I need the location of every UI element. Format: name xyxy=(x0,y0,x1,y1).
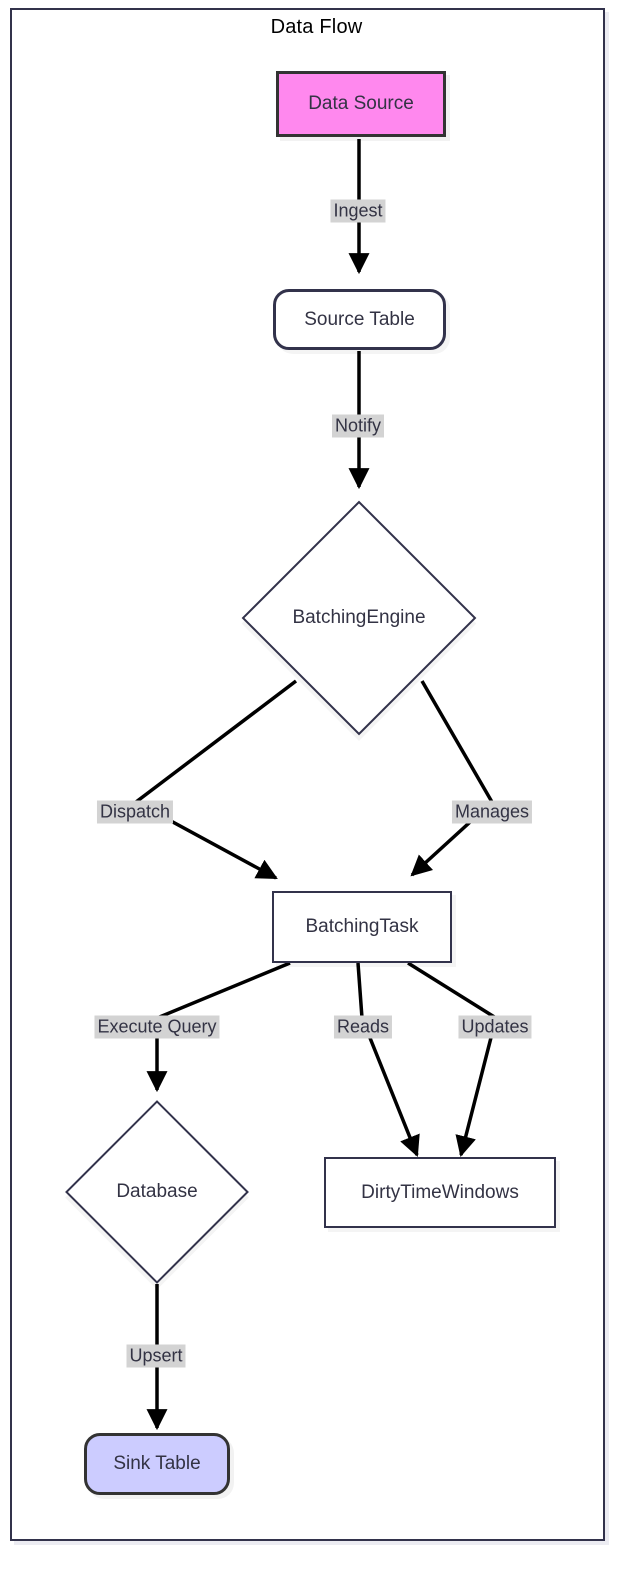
node-dirty-time-windows[interactable]: DirtyTimeWindows xyxy=(324,1157,556,1228)
node-batching-engine-label: BatchingEngine xyxy=(292,607,426,628)
node-dirty-time-windows-label: DirtyTimeWindows xyxy=(361,1181,519,1203)
node-data-source-label: Data Source xyxy=(308,93,414,114)
edge-label-upsert: Upsert xyxy=(126,1344,186,1368)
edge-label-updates: Updates xyxy=(458,1015,532,1039)
node-source-table[interactable]: Source Table xyxy=(273,289,446,350)
node-sink-table-label: Sink Table xyxy=(113,1453,201,1474)
edge-label-execute-query: Execute Query xyxy=(94,1015,220,1039)
node-database[interactable]: Database xyxy=(65,1100,249,1284)
edge-label-manages: Manages xyxy=(451,800,533,824)
diagram-title: Data Flow xyxy=(270,16,363,38)
edge-label-dispatch: Dispatch xyxy=(96,800,174,824)
edge-updates xyxy=(407,961,499,1158)
node-batching-task[interactable]: BatchingTask xyxy=(272,891,452,963)
edge-label-ingest: Ingest xyxy=(330,199,386,223)
node-database-label: Database xyxy=(116,1181,198,1202)
node-batching-task-label: BatchingTask xyxy=(305,916,419,937)
edge-label-notify: Notify xyxy=(331,414,385,438)
node-batching-engine[interactable]: BatchingEngine xyxy=(236,500,482,736)
edge-reads xyxy=(356,962,420,1157)
diagram-frame xyxy=(10,8,605,1541)
node-source-table-label: Source Table xyxy=(304,308,415,330)
edge-label-reads: Reads xyxy=(333,1015,393,1039)
node-data-source[interactable]: Data Source xyxy=(276,71,446,137)
node-sink-table[interactable]: Sink Table xyxy=(84,1433,230,1495)
